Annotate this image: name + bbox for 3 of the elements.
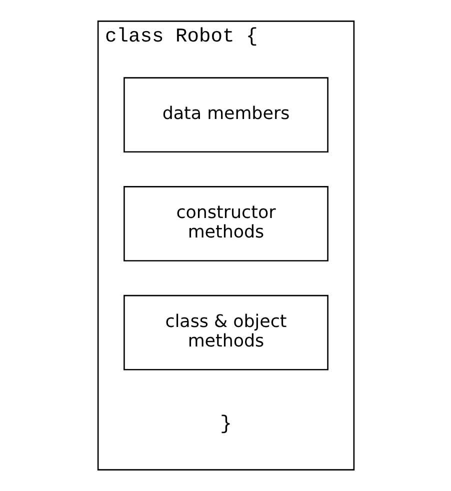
- node-box: data members: [123, 77, 328, 153]
- node-box: constructor methods: [123, 186, 328, 262]
- node-box: class & object methods: [123, 294, 328, 370]
